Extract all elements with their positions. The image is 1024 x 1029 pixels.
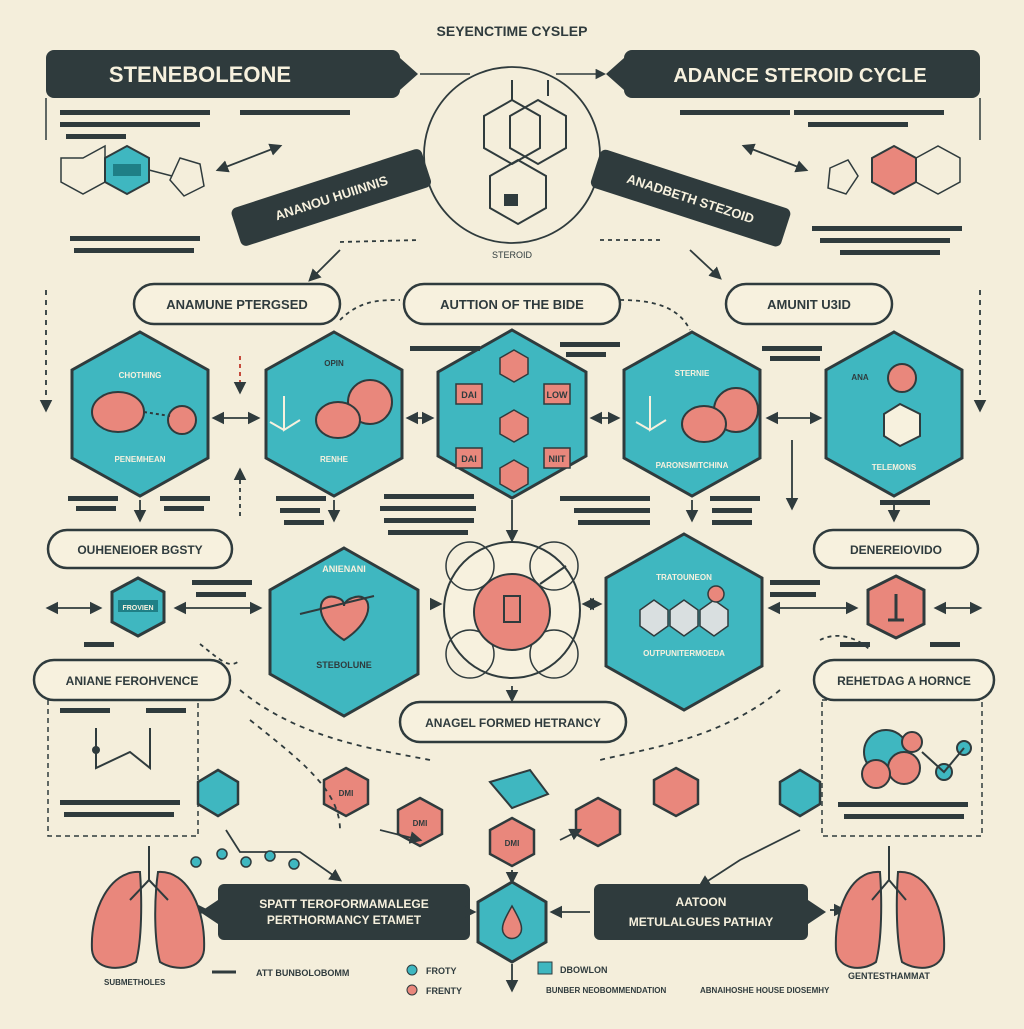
svg-text:LOW: LOW <box>547 390 568 400</box>
bottom-box-left-text: SPATT TEROFORMAMALEGE PERTHORMANCY ETAME… <box>259 897 429 927</box>
lungs-right-icon <box>834 846 946 969</box>
row-label-center: AUTTION OF THE BIDE <box>402 282 622 326</box>
hexagon-4: STERNIE PARONSMITCHINA <box>622 330 762 498</box>
legend: ATT BUNBOLOBOMM FROTY FRENTY DBOWLON BUN… <box>104 961 930 996</box>
svg-text:NIIT: NIIT <box>549 454 567 464</box>
side-label-right-mid: DENEREIOVIDO <box>812 528 980 570</box>
banner-diag-right: ANADBETH STEZOID <box>590 149 791 247</box>
box-lower-left <box>47 699 199 837</box>
svg-text:OUTPUNITERMOEDA: OUTPUNITERMOEDA <box>643 649 725 658</box>
small-hex-row: DMI DMI DMI <box>196 766 822 868</box>
svg-text:GENTESTHAMMAT: GENTESTHAMMAT <box>848 971 930 981</box>
svg-text:OPIN: OPIN <box>324 359 344 368</box>
svg-text:TRATOUNEON: TRATOUNEON <box>656 573 712 582</box>
hexagon-small-left: FROVIEN <box>110 576 166 638</box>
lungs-left-icon <box>90 846 206 969</box>
svg-text:DMI: DMI <box>339 789 354 798</box>
svg-text:REHETDAG A HORNCE: REHETDAG A HORNCE <box>837 674 971 688</box>
bottom-box-right: AATOON METULALGUES PATHIAY <box>594 884 826 940</box>
box-lower-right <box>821 699 983 837</box>
row-label-left: ANAMUNE PTERGSED <box>132 282 342 326</box>
hexagon-small-right <box>866 574 926 640</box>
svg-text:METULALGUES PATHIAY: METULALGUES PATHIAY <box>629 915 773 929</box>
banner-diag-left: ANANOU HUIINNIS <box>231 149 432 246</box>
tiny-text-top <box>60 110 962 255</box>
svg-text:ABNAIHOSHE HOUSE DIOSEMHY: ABNAIHOSHE HOUSE DIOSEMHY <box>700 986 830 995</box>
svg-text:BUNBER NEOBOMMENDATION: BUNBER NEOBOMMENDATION <box>546 986 667 995</box>
legend-teal-label: FROTY <box>426 966 457 976</box>
svg-text:PENEMHEAN: PENEMHEAN <box>114 455 165 464</box>
bottom-box-left: SPATT TEROFORMAMALEGE PERTHORMANCY ETAME… <box>200 884 470 940</box>
central-molecule <box>423 66 601 244</box>
molecule-top-right <box>827 144 961 196</box>
legend-pink-label: FRENTY <box>426 986 462 996</box>
svg-text:ANIENANI: ANIENANI <box>322 564 366 574</box>
side-label-left-mid: OUHENEIOER BGSTY <box>46 528 234 570</box>
svg-text:DAI: DAI <box>461 390 477 400</box>
hexagon-7: TRATOUNEON OUTPUNITERMOEDA <box>604 532 764 712</box>
central-flower <box>443 541 581 679</box>
svg-text:PARONSMITCHINA: PARONSMITCHINA <box>656 461 729 470</box>
svg-text:ANAMUNE PTERGSED: ANAMUNE PTERGSED <box>166 297 308 312</box>
svg-text:STERNIE: STERNIE <box>675 369 710 378</box>
svg-text:FROVIEN: FROVIEN <box>122 605 153 612</box>
hexagon-2: OPIN RENHE <box>264 330 404 498</box>
side-label-right-low: REHETDAG A HORNCE <box>812 658 996 702</box>
hexagon-1: CHOTHING PENEMHEAN <box>70 330 210 498</box>
page-title: SEYENCTIME CYSLEP <box>437 23 588 39</box>
legend-line-label: ATT BUNBOLOBOMM <box>256 968 349 978</box>
svg-text:TELEMONS: TELEMONS <box>872 463 917 472</box>
svg-text:ANIANE FEROHVENCE: ANIANE FEROHVENCE <box>66 674 199 688</box>
row-label-right: AMUNIT U3ID <box>724 282 894 326</box>
banner-right: ADANCE STEROID CYCLE <box>606 50 980 98</box>
svg-text:CHOTHING: CHOTHING <box>119 371 162 380</box>
svg-text:ANAGEL FORMED HETRANCY: ANAGEL FORMED HETRANCY <box>425 716 601 730</box>
hexagon-5: ANA TELEMONS <box>824 330 964 498</box>
svg-text:AMUNIT U3ID: AMUNIT U3ID <box>767 297 851 312</box>
banner-right-text: ADANCE STEROID CYCLE <box>673 65 926 87</box>
svg-text:DMI: DMI <box>505 839 520 848</box>
svg-text:SUBMETHOLES: SUBMETHOLES <box>104 978 166 987</box>
svg-text:DENEREIOVIDO: DENEREIOVIDO <box>850 543 942 557</box>
banner-left-text: STENEBOLEONE <box>109 62 291 87</box>
molecule-top-left <box>60 144 205 197</box>
svg-text:AUTTION OF THE BIDE: AUTTION OF THE BIDE <box>440 297 584 312</box>
svg-text:STEBOLUNE: STEBOLUNE <box>316 660 372 670</box>
hexagon-3-cluster: DAI LOW DAI NIIT <box>436 328 588 500</box>
banner-left: STENEBOLEONE <box>46 50 418 98</box>
svg-text:DAI: DAI <box>461 454 477 464</box>
hexagon-6-heart: ANIENANI STEBOLUNE <box>268 546 420 718</box>
svg-text:DMI: DMI <box>413 819 428 828</box>
central-caption: STEROID <box>492 250 533 260</box>
svg-text:OUHENEIOER BGSTY: OUHENEIOER BGSTY <box>77 543 202 557</box>
bottom-center-hex <box>476 880 548 964</box>
side-label-center-low: ANAGEL FORMED HETRANCY <box>398 700 628 744</box>
svg-text:ANA: ANA <box>851 373 869 382</box>
legend-square-label: DBOWLON <box>560 965 608 975</box>
svg-text:RENHE: RENHE <box>320 455 349 464</box>
svg-text:AATOON: AATOON <box>676 895 727 909</box>
molecule-chain <box>190 848 300 870</box>
side-label-left-low: ANIANE FEROHVENCE <box>32 658 232 702</box>
